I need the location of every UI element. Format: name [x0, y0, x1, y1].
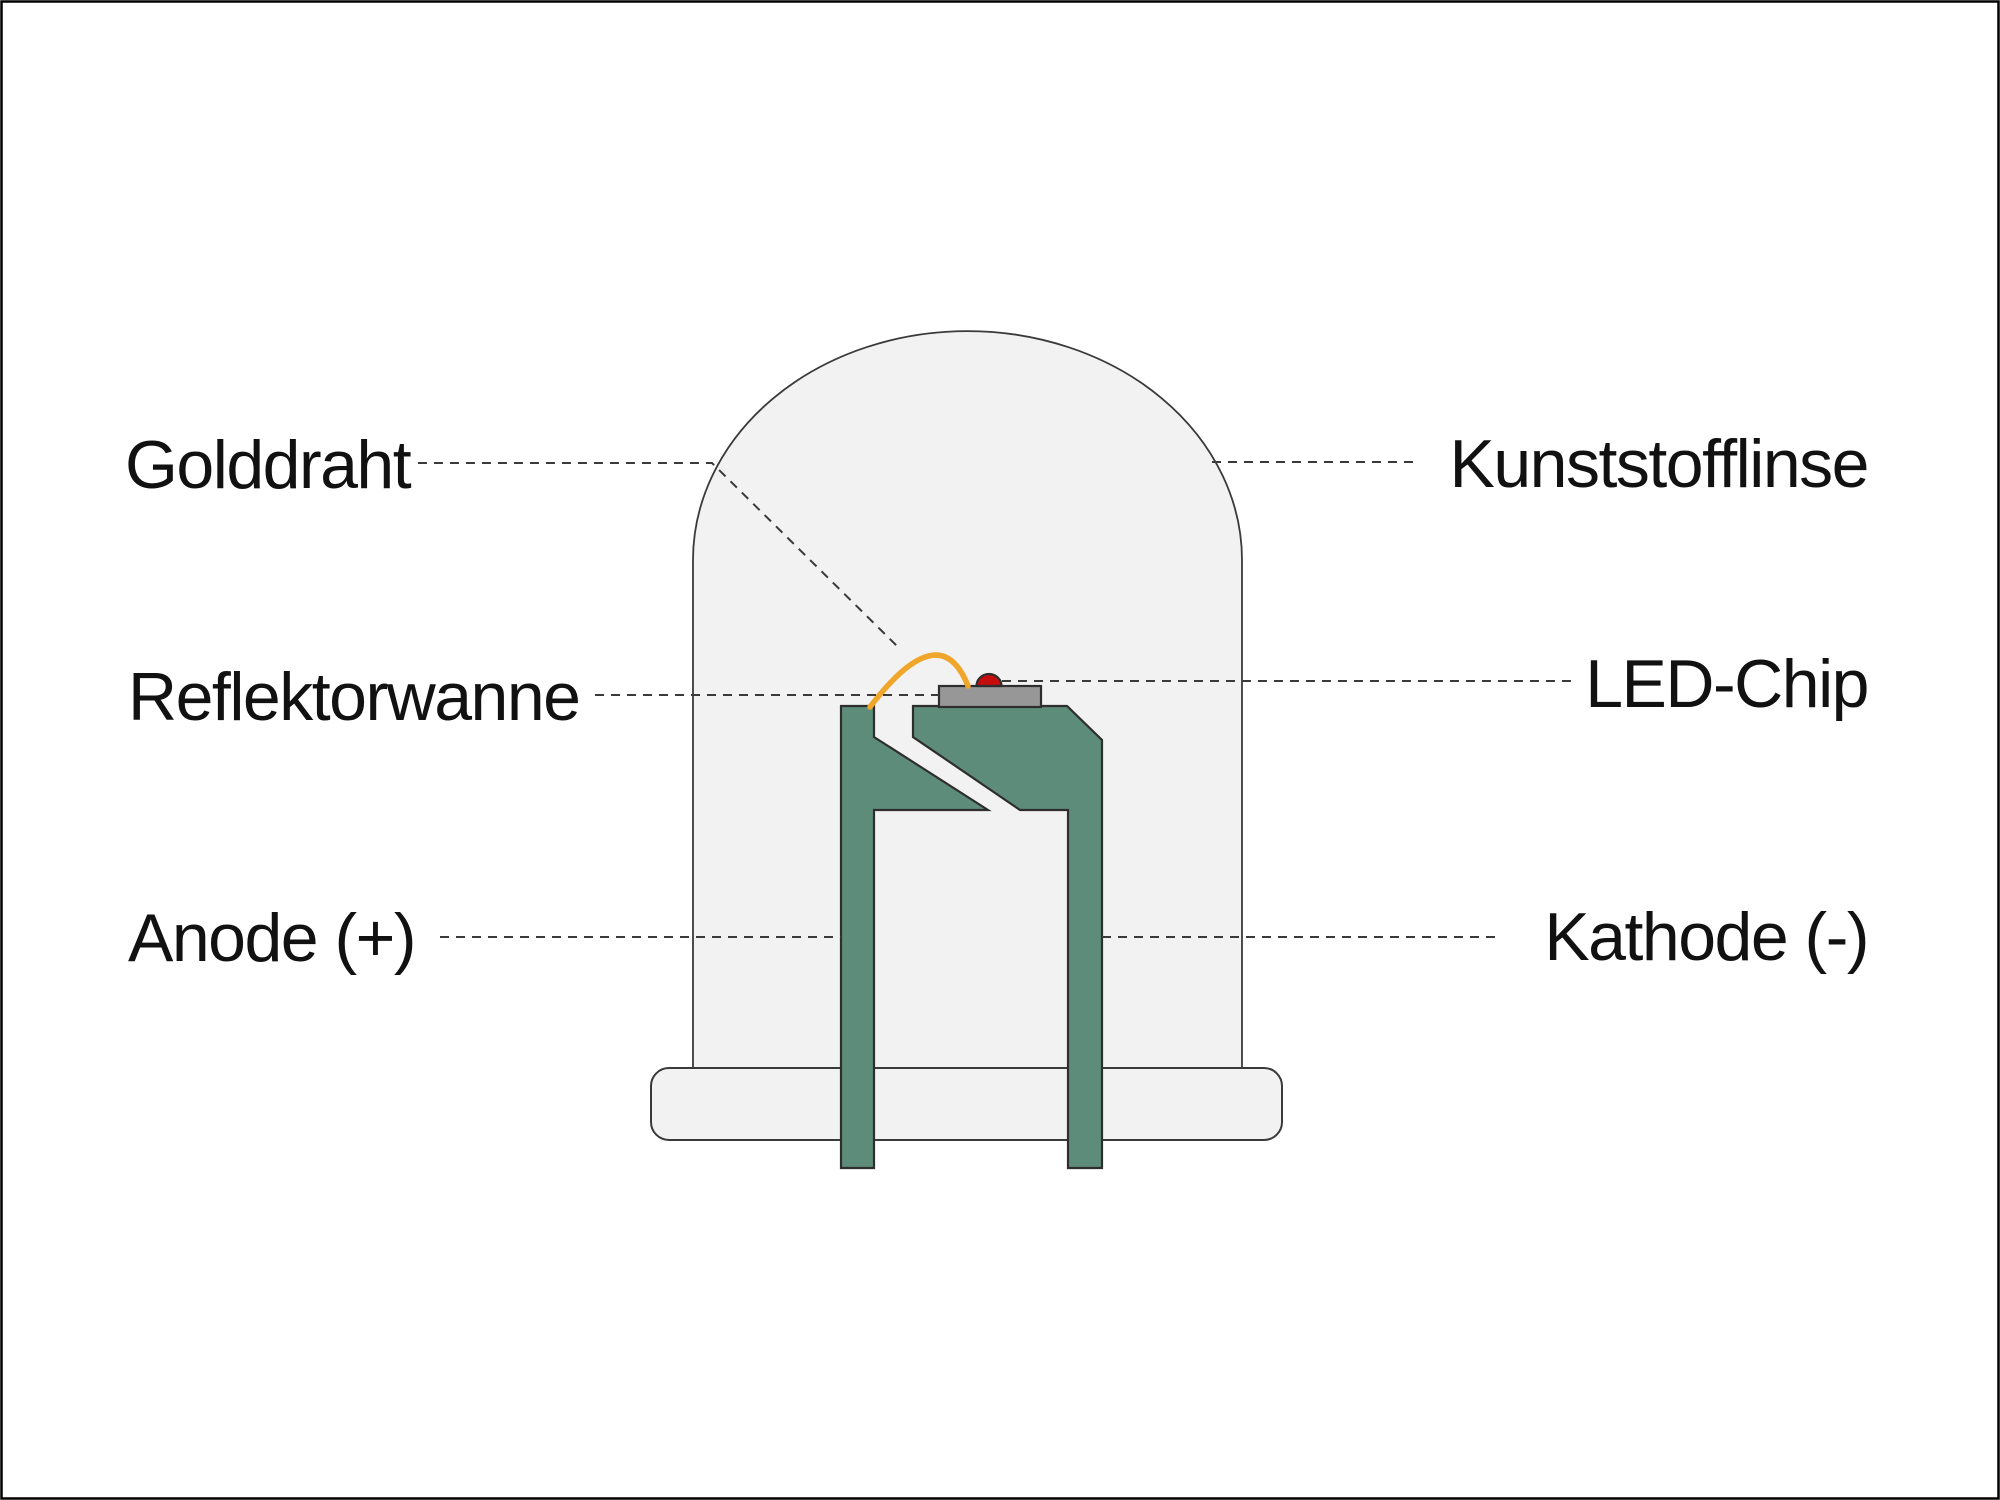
plastic-lens-label: Kunststofflinse — [1449, 426, 1868, 502]
gold-wire-label: Golddraht — [125, 427, 412, 503]
anode-lead — [839, 704, 992, 1170]
gold-wire-leader-line — [418, 462, 899, 648]
led-chip-die — [975, 672, 1003, 688]
reflector-cup-plate — [937, 684, 1043, 709]
gold-bond-wire — [867, 652, 971, 710]
lens-base-flange — [650, 1067, 1283, 1141]
led-chip-label: LED-Chip — [1585, 646, 1868, 722]
reflector-cup-label: Reflektorwanne — [128, 659, 579, 735]
cathode-lead — [911, 704, 1104, 1170]
anode-label: Anode (+) — [128, 900, 415, 976]
cathode-label: Kathode (-) — [1544, 899, 1868, 975]
